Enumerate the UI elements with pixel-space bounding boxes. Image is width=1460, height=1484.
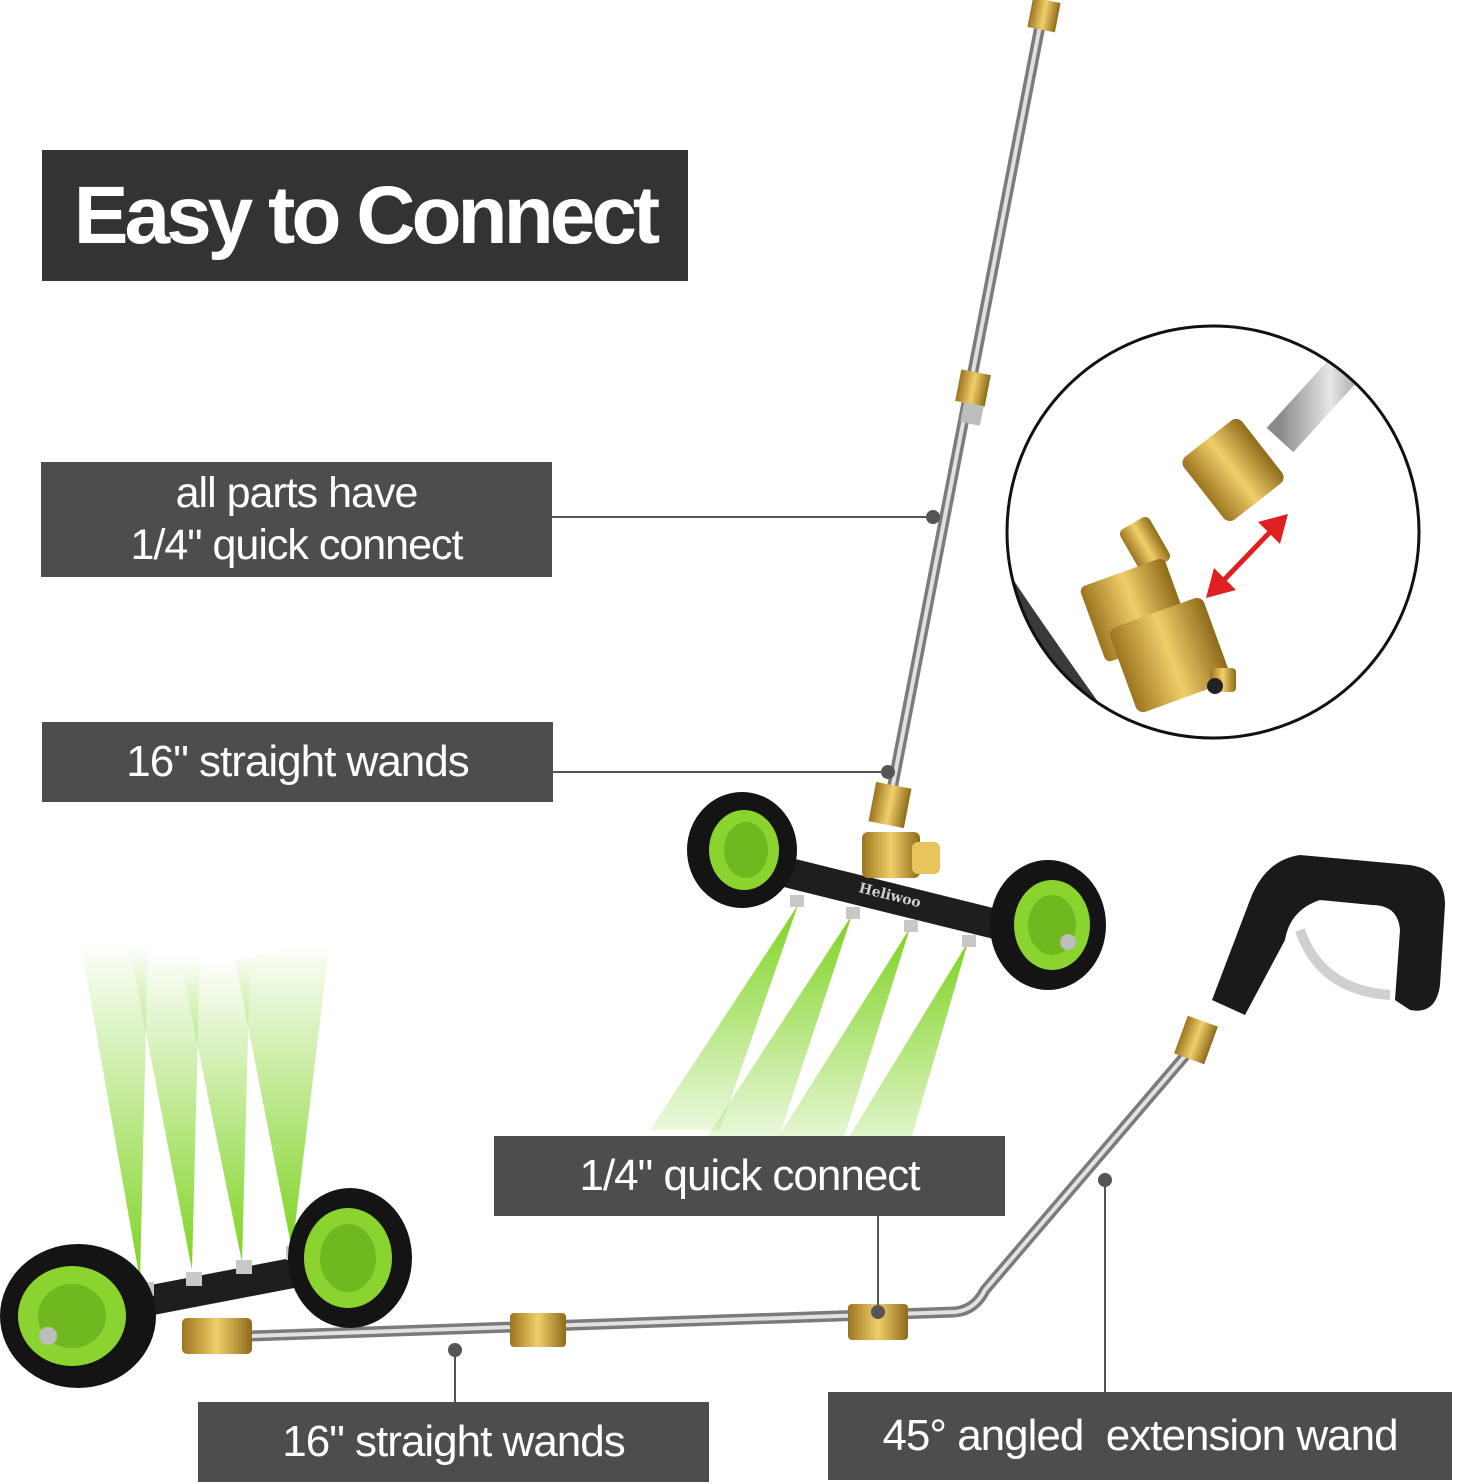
label-angled-extension-wand: 45° angled extension wand — [828, 1392, 1452, 1480]
label-all-parts-line1: all parts have — [175, 468, 419, 517]
vertical-wand — [868, 0, 1061, 829]
detail-inset — [1005, 324, 1421, 740]
lower-wand-assembly — [249, 1015, 1218, 1347]
undercarriage-cleaner-lower — [0, 1188, 412, 1388]
label-straight-wands-upper: 16" straight wands — [42, 722, 553, 802]
page-title: Easy to Connect — [42, 150, 688, 281]
spray-jets-left — [80, 940, 330, 1280]
label-quick-connect: 1/4" quick connect — [494, 1136, 1005, 1216]
label-all-parts-quick-connect: all parts have 1/4" quick connect — [41, 462, 552, 577]
undercarriage-cleaner-upper: Heliwoo — [687, 792, 1106, 990]
label-straight-wands-lower: 16" straight wands — [198, 1402, 709, 1482]
spray-gun — [1212, 855, 1445, 1015]
leader-lines — [448, 510, 1112, 1402]
double-arrow-icon — [1206, 514, 1288, 598]
label-all-parts-line2: 1/4" quick connect — [130, 520, 464, 569]
spray-jets-right — [650, 905, 968, 1160]
